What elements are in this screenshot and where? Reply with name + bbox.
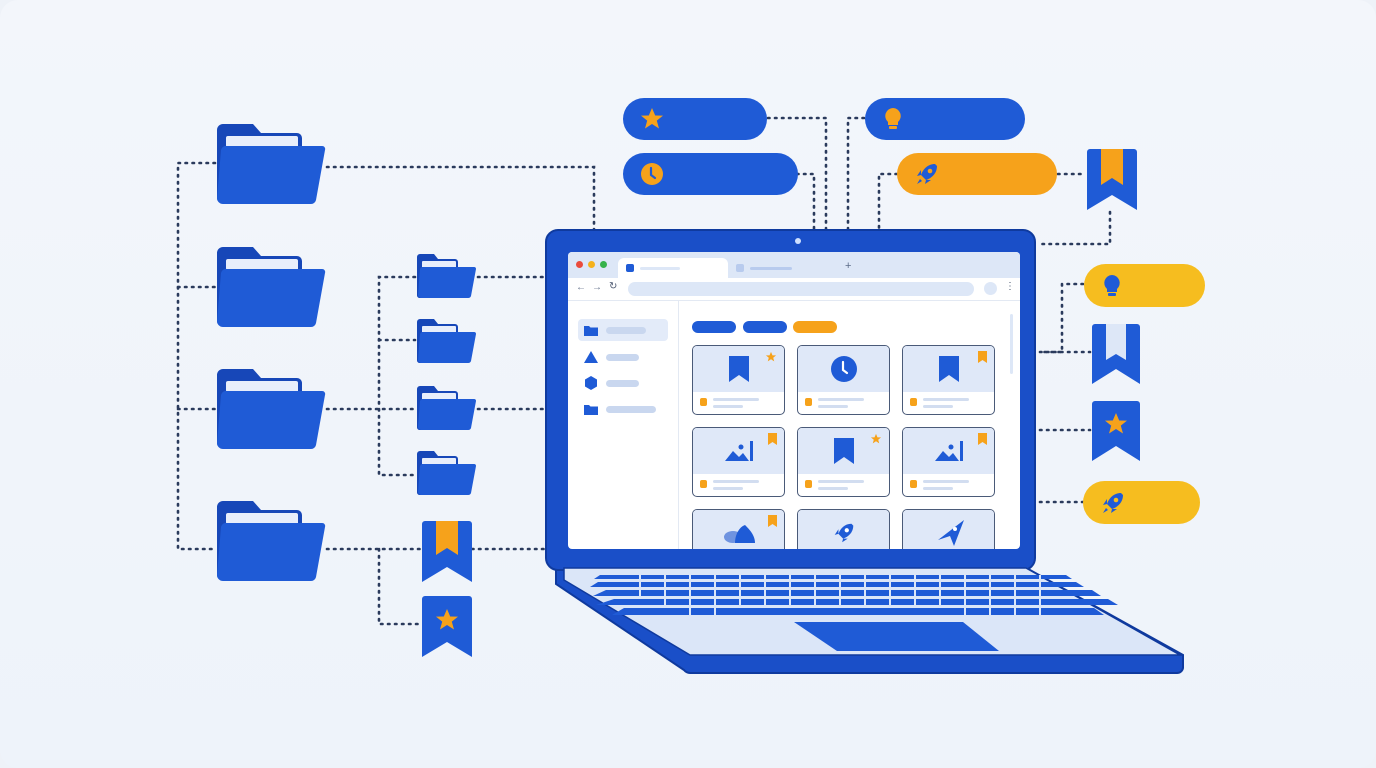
ribbon-icon [978,351,987,363]
bookmark-card[interactable] [797,427,890,497]
tab-active[interactable] [618,258,728,278]
image-icon [724,441,753,461]
ribbon-icon [978,433,987,445]
tag-pill-rocket[interactable] [1083,481,1200,524]
bookmark-card[interactable] [692,509,785,549]
bookmark-card[interactable] [692,427,785,497]
bookmark-icon [422,521,472,582]
sidebar-item-folder[interactable] [578,398,668,420]
bookmark-icon [833,438,854,464]
filter-chip[interactable] [793,321,837,333]
lightbulb-icon [1104,274,1120,296]
reload-button[interactable]: ↻ [609,281,618,292]
tab-inactive[interactable] [732,258,842,278]
rocket-icon [834,523,853,543]
ribbon-icon [768,515,777,527]
folder-icon [416,451,476,496]
tag-pill-lightbulb[interactable] [1084,264,1205,307]
folder-icon [416,319,476,364]
sidebar-item-hexagon[interactable] [578,372,668,394]
image-icon [934,441,963,461]
hexagon-icon [585,376,597,390]
close-window-dot[interactable] [576,261,583,268]
tab-favicon-icon [626,264,634,272]
folder-icon [216,247,326,328]
bookmark-card[interactable] [692,345,785,415]
ribbon-icon [768,433,777,445]
back-button[interactable]: ← [576,282,586,293]
tag-pill-star[interactable] [623,98,767,140]
bookmark-sidebar [568,301,679,549]
sidebar-item-triangle[interactable] [578,346,668,368]
filter-chip[interactable] [692,321,736,333]
forward-button[interactable]: → [592,282,602,293]
folder-icon [416,386,476,431]
paper-plane-icon [937,520,964,546]
tag-pill-clock[interactable] [623,153,798,195]
folder-icon [216,501,326,582]
bookmark-icon [728,356,749,382]
minimize-window-dot[interactable] [588,261,595,268]
star-icon [641,108,663,129]
tab-bar: + [568,252,1020,278]
sidebar-item-folder[interactable] [578,319,668,341]
address-bar[interactable] [628,282,974,296]
folder-icon [584,404,598,415]
bookmark-icon [1087,149,1137,210]
maximize-window-dot[interactable] [600,261,607,268]
filter-chip[interactable] [743,321,787,333]
bookmark-card[interactable] [902,427,995,497]
folder-icon [216,124,326,205]
star-icon [765,351,777,362]
star-icon [870,433,882,444]
profile-avatar[interactable] [984,282,997,295]
bookmark-card[interactable] [797,345,890,415]
lightbulb-icon [885,108,901,129]
star-bookmark-icon [422,596,472,657]
star-bookmark-icon [1092,401,1140,461]
tab-favicon-icon [736,264,744,272]
bookmark-icon [938,356,959,382]
browser-window: + ← → ↻ ⋮ [568,252,1020,549]
folder-icon [416,254,476,299]
bookmark-card[interactable] [902,345,995,415]
bookmark-icon [1092,324,1140,384]
clock-icon [641,163,663,185]
bookmark-card[interactable] [797,509,890,549]
rocket-icon [917,164,937,184]
tag-pill-rocket[interactable] [897,153,1057,195]
menu-button[interactable]: ⋮ [1005,281,1015,292]
clock-icon [830,356,857,382]
triangle-icon [584,351,598,363]
cloud-icon [723,525,755,543]
rocket-icon [1103,492,1123,513]
folder-icon [584,325,598,336]
tag-pill-lightbulb[interactable] [865,98,1025,140]
nav-toolbar: ← → ↻ ⋮ [568,278,1020,301]
new-tab-button[interactable]: + [845,260,852,272]
bookmark-card[interactable] [902,509,995,549]
folder-icon [216,369,326,450]
scrollbar[interactable] [1010,314,1013,374]
